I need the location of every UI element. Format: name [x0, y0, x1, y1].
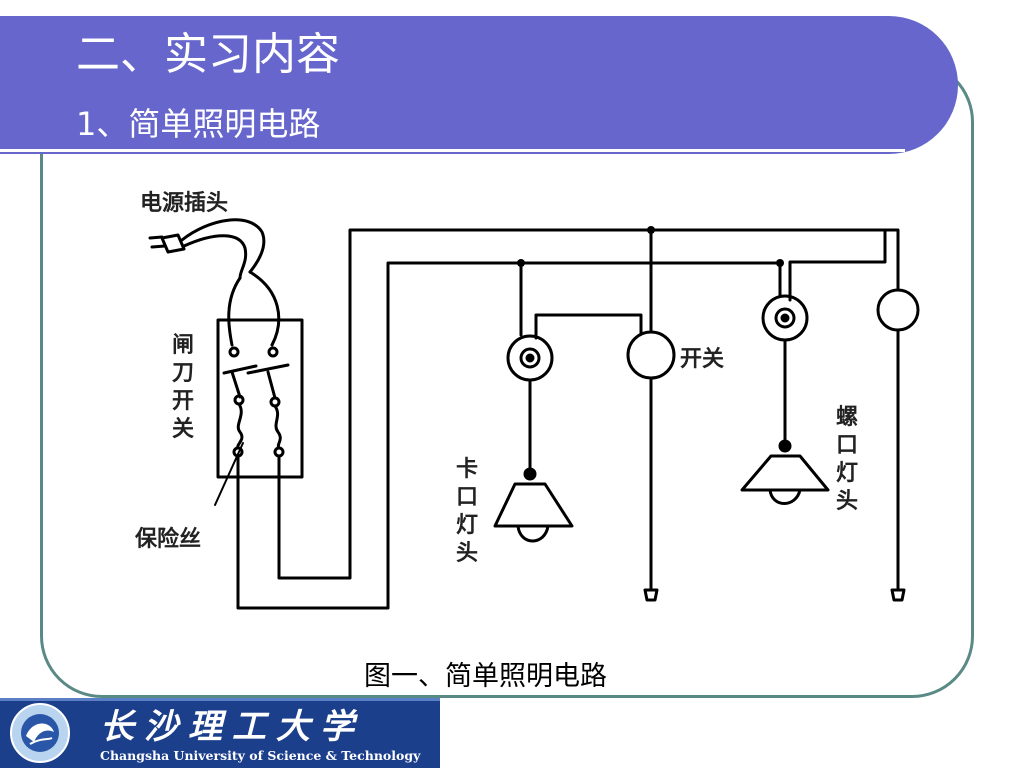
fuse-pointer: [214, 442, 244, 506]
knife-switch-box: [216, 318, 304, 479]
label-bayonet-lamp-1: 卡: [456, 457, 478, 482]
right-switch: [876, 288, 920, 602]
wall-switch: [534, 313, 676, 602]
plug-icon: [148, 218, 281, 347]
logo-english-name: Changsha University of Science & Technol…: [100, 748, 421, 763]
label-knife-switch-3: 开: [172, 389, 194, 414]
label-screw-lamp-2: 口: [836, 433, 858, 458]
label-power-plug: 电源插头: [140, 191, 228, 216]
label-switch: 开关: [680, 347, 724, 372]
label-knife-switch-1: 闸: [172, 333, 194, 358]
fuse-left: [236, 402, 244, 450]
knife-switch-contacts: [222, 346, 290, 458]
slide-title: 二、实习内容: [76, 29, 340, 80]
label-knife-switch-4: 关: [172, 417, 194, 442]
junction-dots: [517, 226, 784, 267]
figure-caption: 图一、简单照明电路: [364, 661, 607, 692]
screw-lamp-holder: [740, 294, 830, 505]
label-bayonet-lamp-3: 灯: [456, 513, 478, 538]
label-bayonet-lamp-4: 头: [456, 541, 478, 566]
label-screw-lamp-3: 灯: [836, 461, 858, 486]
label-bayonet-lamp-2: 口: [456, 485, 478, 510]
fuse-right: [273, 404, 282, 450]
university-logo: 长沙理工大学 Changsha University of Science & …: [0, 698, 440, 768]
university-seal-icon: [10, 703, 70, 763]
content-frame: [40, 60, 974, 698]
wire-inner: [277, 228, 900, 580]
title-bar: 二、实习内容 1、简单照明电路: [0, 16, 958, 154]
label-fuse: 保险丝: [134, 526, 201, 552]
title-underline: [0, 149, 905, 152]
logo-chinese-name: 长沙理工大学: [100, 707, 364, 747]
bayonet-lamp-holder: [493, 334, 574, 543]
label-knife-switch-2: 刀: [172, 361, 194, 386]
label-screw-lamp-1: 螺: [836, 405, 858, 430]
label-screw-lamp-4: 头: [836, 489, 858, 514]
slide-subtitle: 1、简单照明电路: [76, 105, 321, 143]
lighting-circuit-diagram: 电源插头 闸 刀 开 关 保险丝 卡 口 灯 头 开关 螺 口 灯 头: [134, 191, 920, 610]
wire-outer: [236, 261, 782, 610]
